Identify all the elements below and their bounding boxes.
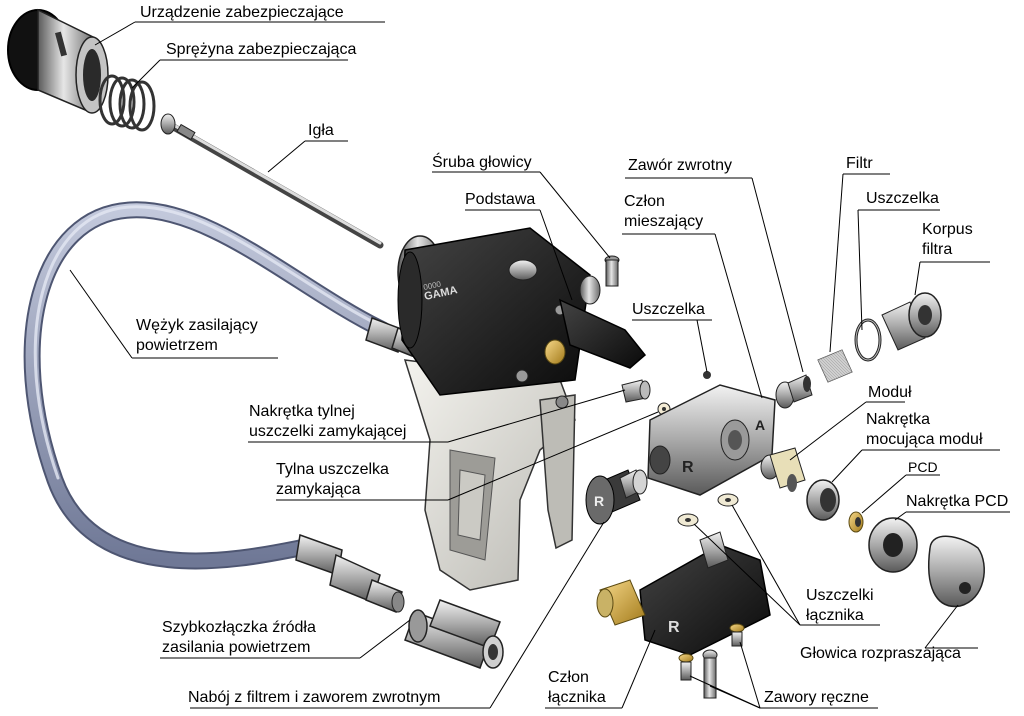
air-hose xyxy=(23,201,392,570)
label-quick-coupler: Szybkozłączka źródła zasilania powietrze… xyxy=(162,618,316,658)
label-rear-seal: Tylna uszczelka zamykająca xyxy=(276,460,389,500)
pcd-insert xyxy=(848,511,864,533)
spray-head xyxy=(928,535,985,608)
connector-seal-1 xyxy=(677,513,699,527)
label-quick-coupler-line1: Szybkozłączka źródła xyxy=(162,619,316,636)
trigger xyxy=(539,394,576,550)
head-screw xyxy=(604,255,620,287)
connector-seal-2 xyxy=(717,493,739,507)
label-cartridge: Nabój z filtrem i zaworem zwrotnym xyxy=(188,689,441,706)
label-check-valve: Zawór zwrotny xyxy=(628,157,733,174)
label-mixing-chamber: Człon mieszający xyxy=(624,192,703,232)
label-connector-line2: łącznika xyxy=(548,689,606,706)
label-connector-seals: Uszczelki łącznika xyxy=(806,586,874,626)
label-module: Moduł xyxy=(868,384,912,401)
connector-r-marking: R xyxy=(668,619,680,636)
label-needle: Igła xyxy=(308,122,334,139)
label-connector-seals-line2: łącznika xyxy=(806,607,864,624)
label-mixing-chamber-line2: mieszający xyxy=(624,213,704,230)
label-manual-valves: Zawory ręczne xyxy=(764,689,869,706)
cartridge-r-marking: R xyxy=(594,493,604,509)
label-pcd: PCD xyxy=(908,459,938,475)
label-filter-body-line2: filtra xyxy=(922,241,953,258)
label-air-hose-line2: powietrzem xyxy=(136,337,218,354)
label-base: Podstawa xyxy=(465,191,536,208)
label-air-hose: Wężyk zasilający powietrzem xyxy=(136,316,258,356)
module-nut xyxy=(806,479,840,521)
label-connector-line1: Człon xyxy=(548,669,589,686)
label-seal-center: Uszczelka xyxy=(632,301,705,318)
label-quick-coupler-line2: zasilania powietrzem xyxy=(162,639,311,656)
safety-device xyxy=(7,8,109,114)
mixing-chamber: R A xyxy=(647,384,776,496)
gun-body: GAMA 0000 xyxy=(397,227,591,396)
manual-valve-3 xyxy=(702,649,718,699)
filter-seal-ring xyxy=(854,318,882,362)
module xyxy=(760,447,806,492)
label-safety-device: Urządzenie zabezpieczające xyxy=(140,4,344,21)
cartridge: R xyxy=(585,469,648,525)
check-valve xyxy=(775,374,813,409)
needle xyxy=(160,113,384,249)
label-seal-right: Uszczelka xyxy=(866,190,939,207)
label-rear-seal-nut-line1: Nakrętka tylnej xyxy=(249,403,355,420)
label-rear-seal-nut-line2: uszczelki zamykającej xyxy=(249,423,407,440)
label-rear-seal-line2: zamykająca xyxy=(276,481,361,498)
base-plate xyxy=(558,275,647,369)
label-rear-seal-nut: Nakrętka tylnej uszczelki zamykającej xyxy=(249,402,406,442)
filter-screen xyxy=(817,349,853,383)
chamber-a-marking: A xyxy=(755,417,765,433)
manual-valve-1 xyxy=(678,653,694,681)
leader-lines xyxy=(69,21,1010,709)
safety-spring xyxy=(98,74,156,132)
label-connector: Człon łącznika xyxy=(548,668,606,708)
label-module-nut-line1: Nakrętka xyxy=(866,411,931,428)
hose-end-fitting xyxy=(295,533,405,614)
label-spray-head: Głowica rozpraszająca xyxy=(800,645,961,662)
label-module-nut: Nakrętka mocująca moduł xyxy=(866,410,983,450)
rear-seal-nut xyxy=(621,379,651,403)
manual-valve-2 xyxy=(729,623,745,647)
label-filter-body: Korpus filtra xyxy=(922,220,973,260)
filter-body xyxy=(881,292,942,351)
quick-coupler xyxy=(404,599,504,669)
connector-member: R xyxy=(596,531,771,656)
label-air-hose-line1: Wężyk zasilający xyxy=(136,317,258,334)
label-connector-seals-line1: Uszczelki xyxy=(806,587,874,604)
label-filter-body-line1: Korpus xyxy=(922,221,973,238)
chamber-r-marking: R xyxy=(682,459,694,476)
label-rear-seal-line1: Tylna uszczelka xyxy=(276,461,389,478)
pcd-nut xyxy=(868,517,918,573)
label-mixing-chamber-line1: Człon xyxy=(624,193,665,210)
label-safety-spring: Sprężyna zabezpieczająca xyxy=(166,41,357,58)
label-pcd-nut: Nakrętka PCD xyxy=(906,493,1009,510)
label-module-nut-line2: mocująca moduł xyxy=(866,431,983,448)
serial-marking: 0000 xyxy=(423,279,443,292)
center-seal xyxy=(703,371,711,379)
label-head-screw: Śruba głowicy xyxy=(432,154,532,171)
label-filter: Filtr xyxy=(846,155,873,172)
